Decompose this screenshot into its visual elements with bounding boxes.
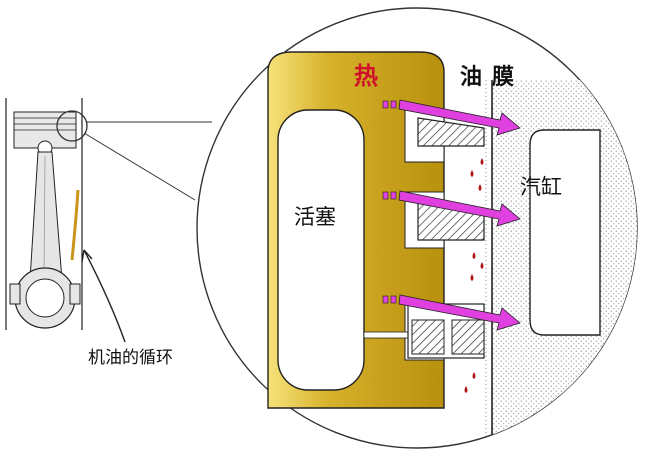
cylinder-coolant-channel [529,129,601,336]
oil-pointer-line [83,249,126,343]
heat-arrow-icon [382,190,521,227]
oil-drop-icon [470,170,474,177]
cylinder-label: 汽缸 [520,175,562,199]
oil-drop-icon [478,184,482,191]
oil-streak [70,189,80,261]
heat-arrow-icon [382,294,521,331]
heat-arrow-icon [382,99,521,136]
oil-drop-icon [472,252,476,259]
oil-circulation-label: 机油的循环 [88,348,173,368]
heat-label: 热 [354,62,378,90]
oil-drops [464,158,484,393]
piston-cavity [277,109,365,391]
oil-drop-icon [464,386,468,393]
piston-label: 活塞 [294,205,336,229]
oil-return-hole [363,331,409,339]
oil-film-label: 油膜 [460,65,524,90]
oil-drop-icon [472,372,476,379]
heat-arrows [382,99,521,331]
oil-drop-icon [480,262,484,269]
connecting-rod [29,151,63,281]
oil-drop-icon [470,274,474,281]
oil-drop-icon [480,158,484,165]
engine-sketch [5,98,212,343]
zoom-marker [56,110,88,142]
piston-ring-1 [417,117,485,147]
